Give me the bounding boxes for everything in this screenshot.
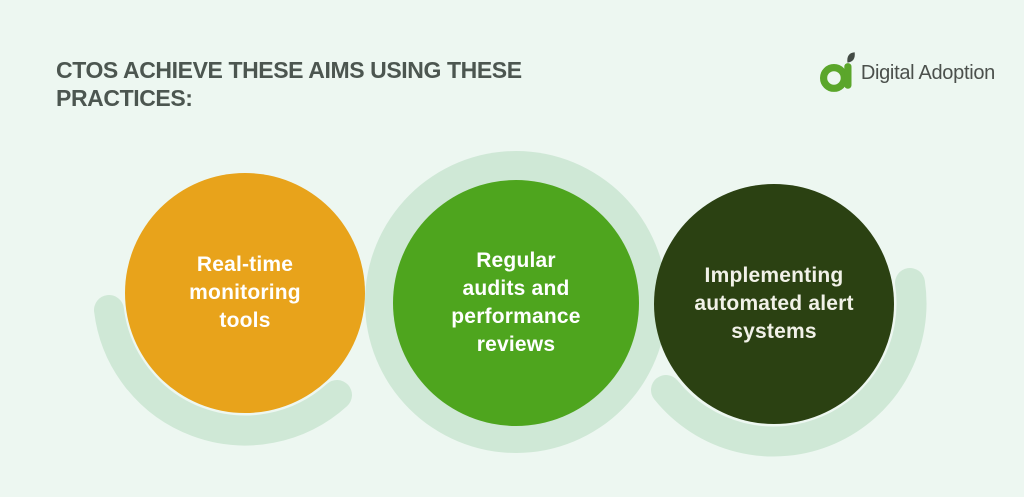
practice-line: automated alert	[694, 292, 854, 315]
practice-line: tools	[219, 309, 271, 332]
practice-line: Implementing	[704, 264, 844, 287]
practice-line: systems	[731, 320, 817, 343]
practice-circle-automated-alerts: Implementing automated alert systems	[654, 184, 894, 424]
page-title: CTOS ACHIEVE THESE AIMS USING THESE PRAC…	[56, 57, 522, 112]
practice-line: monitoring	[189, 281, 301, 304]
practice-line: Real-time	[196, 253, 294, 276]
digital-adoption-logo-icon	[819, 52, 855, 92]
page-title-line1: CTOS ACHIEVE THESE AIMS USING THESE	[56, 57, 522, 83]
brand-logo-text: Digital Adoption	[860, 61, 995, 84]
practice-line: audits and	[462, 277, 570, 300]
practice-line: Regular	[476, 249, 556, 272]
practice-line: reviews	[476, 333, 556, 356]
practice-line: performance	[451, 305, 581, 328]
practice-circle-regular-audits: Regular audits and performance reviews	[393, 180, 639, 426]
page-title-line2: PRACTICES:	[56, 84, 193, 111]
leaf-icon	[847, 52, 855, 63]
practice-label: Regular audits and performance reviews	[451, 247, 580, 359]
practice-label: Implementing automated alert systems	[694, 262, 853, 346]
practice-circle-realtime-monitoring: Real-time monitoring tools	[125, 173, 365, 413]
practice-label: Real-time monitoring tools	[189, 251, 301, 335]
brand-logo: Digital Adoption	[819, 52, 995, 94]
